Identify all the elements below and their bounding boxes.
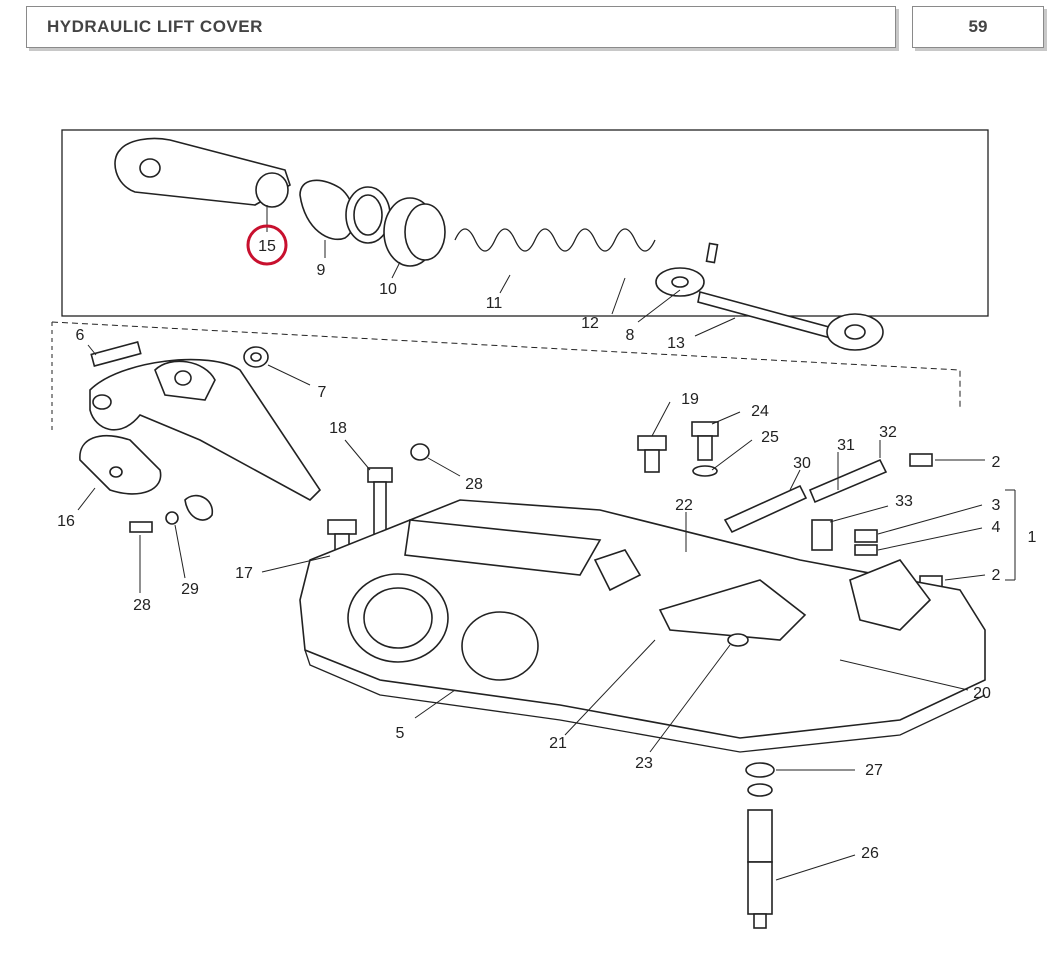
callout-label: 31 [837,437,855,454]
leader-lines [77,205,1016,881]
callout-label: 30 [793,455,811,472]
page-title: HYDRAULIC LIFT COVER [47,17,263,36]
callout-label: 2 [992,454,1001,471]
page-number-box: 59 [912,6,1044,48]
lift-arm-linkage [79,341,322,533]
callout-label: 27 [865,762,883,779]
callout-label: 3 [992,497,1001,514]
callout-label: 13 [667,335,685,352]
callout-label: 23 [635,755,653,772]
callout-label: 12 [581,315,599,332]
callout-label: 26 [861,845,879,862]
highlight-circle [246,224,288,266]
callout-label: 6 [76,327,85,344]
inset-projection [51,321,961,410]
callout-label: 5 [396,725,405,742]
callout-label: 7 [318,384,327,401]
callout-label: 20 [973,685,991,702]
callout-label: 24 [751,403,769,420]
shaft-assembly [114,137,884,351]
callout-label: 17 [235,565,253,582]
inset-frame [61,129,989,317]
callout-label: 11 [486,295,503,312]
callout-label: 28 [465,476,483,493]
callout-label: 25 [761,429,779,446]
page-number: 59 [968,17,988,36]
callout-label: 1 [1028,529,1037,546]
callout-labels: 15 9 10 11 12 8 13 6 7 16 29 28 18 28 19… [57,238,1036,862]
callout-label: 16 [57,513,75,530]
callout-label: 2 [992,567,1001,584]
callout-label: 29 [181,581,199,598]
callout-label: 4 [992,519,1001,536]
callout-label: 22 [675,497,693,514]
callout-label: 18 [329,420,347,437]
callout-label: 15 [258,238,276,255]
callout-label: 21 [549,735,567,752]
callout-label: 33 [895,493,913,510]
callout-label: 32 [879,424,897,441]
title-box: HYDRAULIC LIFT COVER [26,6,896,48]
lift-cover-body [299,499,986,753]
callout-label: 19 [681,391,699,408]
callout-label: 28 [133,597,151,614]
callout-label: 10 [379,281,397,298]
callout-label: 9 [317,262,326,279]
callout-label: 8 [626,327,635,344]
